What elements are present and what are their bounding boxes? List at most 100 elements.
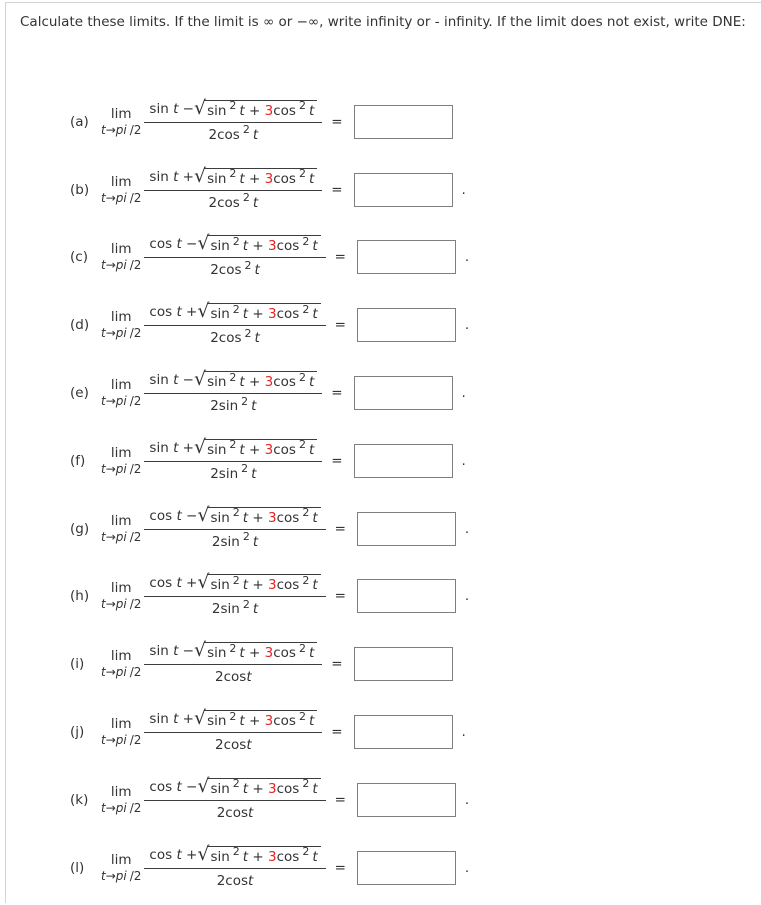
equals-sign: = <box>334 520 346 537</box>
limit-operator: lim t→pi/2 <box>101 852 142 883</box>
rad-var2: t <box>312 577 318 594</box>
num-var: t <box>176 846 182 863</box>
num-sign: − <box>186 236 198 253</box>
rad-coef: 3 <box>268 238 277 255</box>
rad-fn2: cos <box>273 441 296 458</box>
den-var: t <box>254 262 260 279</box>
rad-var1: t <box>242 509 249 526</box>
trailing-period: . <box>464 520 470 537</box>
rad-sup2: 2 <box>302 302 310 316</box>
rad-var2: t <box>308 713 315 730</box>
trailing-period: . <box>464 859 470 876</box>
rad-fn1: sin <box>207 170 227 187</box>
lim-target: pi <box>115 394 127 409</box>
answer-input[interactable] <box>356 308 456 343</box>
rad-coef: 3 <box>268 780 277 797</box>
rad-plus: + <box>249 645 261 662</box>
lim-subscript: t→pi/2 <box>101 801 141 815</box>
lim-over: /2 <box>129 665 142 680</box>
problem-label: (d) <box>70 317 90 334</box>
num-fn: sin <box>149 643 169 660</box>
lim-text: lim <box>110 105 132 122</box>
lim-text: lim <box>110 241 132 258</box>
answer-input[interactable] <box>353 443 453 478</box>
rad-sup2: 2 <box>298 438 306 452</box>
den-sup: 2 <box>241 394 249 408</box>
rad-var1: t <box>239 374 245 391</box>
answer-input[interactable] <box>356 579 456 614</box>
rad-fn1: sin <box>210 780 230 797</box>
problem-label: (i) <box>70 656 85 673</box>
rad-var1: t <box>242 577 249 594</box>
answer-input[interactable] <box>356 782 456 817</box>
rad-sup2: 2 <box>302 506 310 520</box>
num-var: t <box>173 439 179 456</box>
lim-target: pi <box>115 122 127 137</box>
answer-input[interactable] <box>353 104 453 139</box>
lim-arrow: → <box>105 665 116 680</box>
rad-sup1: 2 <box>229 370 237 384</box>
sqrt-symbol-icon: √ <box>197 842 210 865</box>
rad-sup1: 2 <box>229 438 237 452</box>
rad-fn2: cos <box>273 170 296 187</box>
limit-operator: lim t→pi/2 <box>101 784 141 815</box>
num-var: t <box>176 507 182 524</box>
den-var: t <box>252 194 259 211</box>
lim-over: /2 <box>129 326 142 341</box>
trailing-period: . <box>461 452 466 469</box>
num-var: t <box>173 372 179 389</box>
num-fn: cos <box>149 507 173 524</box>
den-var: t <box>252 126 259 143</box>
den-var: t <box>248 804 254 821</box>
equals-sign: = <box>331 181 343 198</box>
equals-sign: = <box>334 859 346 876</box>
equals-sign: = <box>331 724 343 741</box>
lim-target: pi <box>115 190 127 205</box>
denominator: 2cost <box>144 801 325 822</box>
answer-input[interactable] <box>353 376 453 411</box>
answer-input[interactable] <box>356 850 456 885</box>
lim-over: /2 <box>129 868 142 883</box>
denominator: 2cost <box>144 665 322 686</box>
rad-fn2: cos <box>273 374 296 391</box>
num-sign: − <box>182 643 194 660</box>
answer-input[interactable] <box>356 511 456 546</box>
lim-text: lim <box>110 648 132 665</box>
answer-input[interactable] <box>356 240 456 275</box>
den-lead: 2sin <box>211 601 240 618</box>
lim-arrow: → <box>105 190 116 205</box>
rad-coef: 3 <box>268 509 277 526</box>
rad-var2: t <box>308 170 315 187</box>
num-fn: sin <box>149 168 169 185</box>
sqrt-symbol-icon: √ <box>197 232 210 255</box>
answer-input[interactable] <box>353 715 453 750</box>
rad-coef: 3 <box>268 306 277 323</box>
rad-var1: t <box>242 238 249 255</box>
limit-operator: lim t→pi/2 <box>101 648 142 680</box>
sqrt-symbol-icon: √ <box>197 774 210 797</box>
num-sign: − <box>182 100 194 117</box>
answer-input[interactable] <box>353 172 453 207</box>
answer-input[interactable] <box>353 647 453 682</box>
rad-sup1: 2 <box>229 709 237 723</box>
